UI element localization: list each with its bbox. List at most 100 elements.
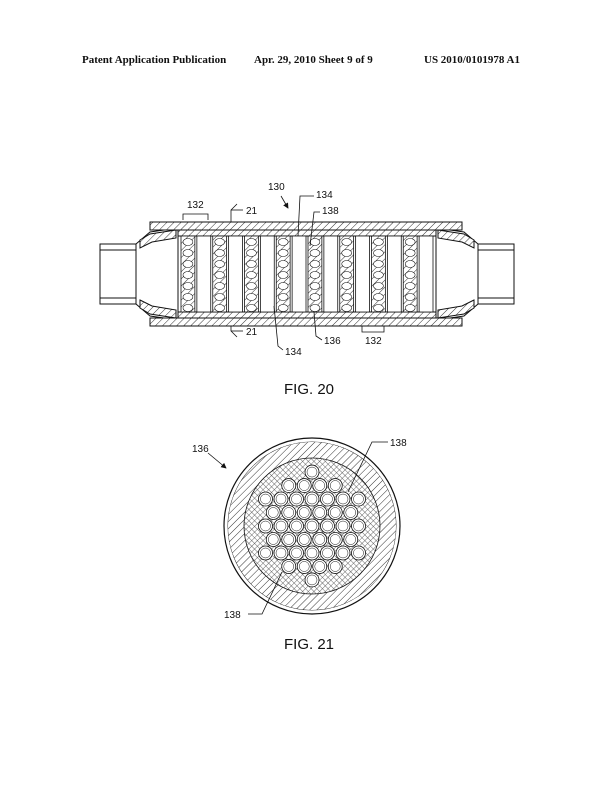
fig21-tube-bore xyxy=(306,574,318,586)
label-130: 130 xyxy=(268,182,285,193)
fig20-disk-gap xyxy=(386,235,402,313)
fig21-tube-bore xyxy=(306,547,318,559)
fig20-disk-gap xyxy=(259,235,275,313)
fig21-tube-bore xyxy=(345,507,356,518)
fig21-tube-bore xyxy=(353,547,364,559)
fig20-tube-section xyxy=(309,282,321,290)
label-134-top: 134 xyxy=(316,190,333,201)
fig21-tube-bore xyxy=(314,480,325,491)
fig21-tube-bore xyxy=(260,547,271,559)
fig20-tube-section xyxy=(309,260,321,268)
fig21-tube-bore xyxy=(306,520,318,532)
fig20-tube-section xyxy=(341,238,352,246)
fig20-tube-section xyxy=(404,304,416,312)
fig21-tubes xyxy=(258,464,366,588)
fig21-tube-bore xyxy=(299,561,310,572)
label-136-fig20: 136 xyxy=(324,336,341,347)
fig21-tube-bore xyxy=(299,507,310,518)
fig21-tube-bore xyxy=(306,466,318,478)
fig21-tube-bore xyxy=(314,507,325,518)
fig21-tube-bore xyxy=(337,493,349,505)
label-134-bottom: 134 xyxy=(285,347,302,358)
fig21-tube-bore xyxy=(330,561,341,572)
fig21-tube-bore xyxy=(268,507,279,518)
label-138-fig20: 138 xyxy=(322,206,339,217)
fig20-tube-section xyxy=(404,238,416,246)
fig20-housing-top xyxy=(149,221,463,231)
fig21-tube-bore xyxy=(275,493,287,505)
fig20-disk-gap xyxy=(418,235,434,313)
fig20-tube-section xyxy=(214,304,225,312)
fig20-tube-section xyxy=(277,249,289,257)
fig20-tube-section xyxy=(404,260,416,268)
fig20-tube-section xyxy=(182,238,194,246)
fig20-tube-section xyxy=(341,249,352,257)
fig21-tube-bore xyxy=(260,520,271,532)
label-138-fig21-bottom: 138 xyxy=(224,610,241,621)
fig20-disk-gap xyxy=(196,235,212,313)
fig20-tube-section xyxy=(277,238,289,246)
fig20-leaders xyxy=(182,195,385,351)
fig21-tube-bore xyxy=(275,547,287,559)
fig20-caption: FIG. 20 xyxy=(284,381,335,398)
label-21-top: 21 xyxy=(246,206,258,217)
fig21-tube-bore xyxy=(283,534,294,545)
fig20-tube-section xyxy=(404,249,416,257)
fig20-tube-section xyxy=(341,260,352,268)
fig20-filter-disks xyxy=(180,235,434,313)
fig21-tube-bore xyxy=(283,480,294,491)
fig20-tube-section xyxy=(373,304,384,312)
fig20-tube-section xyxy=(246,249,257,257)
fig21-tube-bore xyxy=(268,534,279,545)
fig21-tube-bore xyxy=(314,561,325,572)
fig20-tube-section xyxy=(214,282,225,290)
fig20-right-end-pipe xyxy=(477,243,515,305)
fig20-tube-section xyxy=(309,238,321,246)
fig20-tube-section xyxy=(404,293,416,301)
fig20-tube-section xyxy=(373,282,384,290)
fig20-drawing xyxy=(99,221,515,327)
fig20-tube-section xyxy=(182,260,194,268)
fig20-tube-section xyxy=(246,282,257,290)
fig20-tube-section xyxy=(277,304,289,312)
header-date-sheet: Apr. 29, 2010 Sheet 9 of 9 xyxy=(254,54,373,66)
fig20-tube-section xyxy=(404,282,416,290)
fig21-tube-bore xyxy=(291,520,302,532)
fig21-tube-bore xyxy=(353,520,364,532)
fig20-tube-section xyxy=(309,304,321,312)
fig21-tube-bore xyxy=(275,520,287,532)
fig20-tube-section xyxy=(309,293,321,301)
fig20-tube-section xyxy=(373,249,384,257)
fig20-tube-section xyxy=(373,238,384,246)
fig20-tube-section xyxy=(246,238,257,246)
fig21-tube-bore xyxy=(353,493,364,505)
fig21-leaders xyxy=(207,441,388,615)
fig20-tube-section xyxy=(341,293,352,301)
fig21-tube-bore xyxy=(322,520,333,532)
fig21-tube-bore xyxy=(291,547,302,559)
fig20-tube-section xyxy=(341,304,352,312)
fig21-tube-bore xyxy=(322,493,333,505)
label-138-fig21-top: 138 xyxy=(390,438,407,449)
fig20-tube-section xyxy=(309,249,321,257)
fig21-tube-bore xyxy=(291,493,302,505)
fig21-tube-bore xyxy=(299,534,310,545)
fig20-tube-section xyxy=(277,260,289,268)
fig20-tube-section xyxy=(341,271,352,279)
fig21-tube-bore xyxy=(314,534,325,545)
fig20-disk-gap xyxy=(323,235,339,313)
fig21-tube-bore xyxy=(322,547,333,559)
fig21-tube-bore xyxy=(283,561,294,572)
fig20-tube-section xyxy=(246,293,257,301)
fig20-tube-section xyxy=(214,271,225,279)
label-136-fig21: 136 xyxy=(192,444,209,455)
fig20-tube-section xyxy=(404,271,416,279)
fig20-tube-section xyxy=(373,271,384,279)
fig20-tube-section xyxy=(182,304,194,312)
fig21-tube-bore xyxy=(260,493,271,505)
fig20-tube-section xyxy=(182,282,194,290)
fig20-tube-section xyxy=(309,271,321,279)
fig21-tube-bore xyxy=(330,480,341,491)
fig21-tube-bore xyxy=(337,520,349,532)
